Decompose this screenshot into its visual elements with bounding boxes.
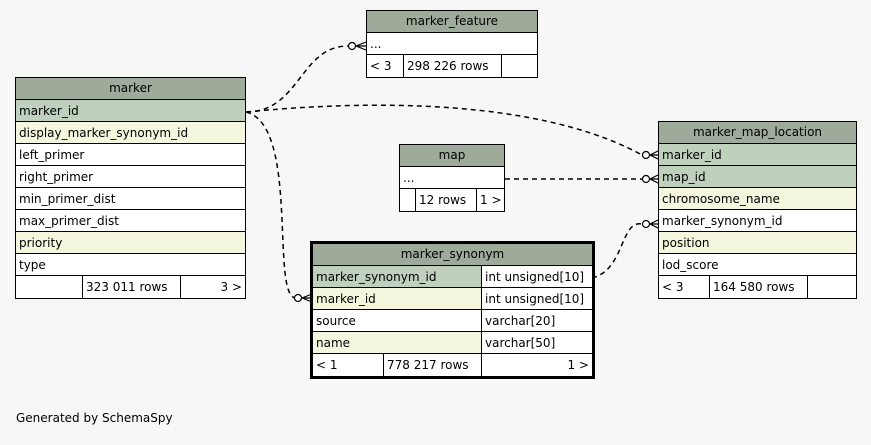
- column-type: varchar[50]: [481, 332, 592, 353]
- footer-children[interactable]: [501, 55, 537, 77]
- crowfoot-marker: [649, 150, 659, 160]
- table-row: left_primer: [16, 144, 245, 166]
- optional-marker-circle: [641, 219, 651, 229]
- footer-parents[interactable]: < 3: [370, 59, 392, 73]
- link-marker-to-marker_feature: [245, 45, 349, 113]
- table-row: name varchar[50]: [313, 332, 592, 354]
- table-row: max_primer_dist: [16, 210, 245, 232]
- footer-row-count: 298 226 rows: [403, 55, 501, 77]
- table-row: ...: [400, 167, 504, 189]
- table-marker_synonym[interactable]: marker_synonym marker_synonym_id int uns…: [310, 241, 595, 379]
- table-row: ...: [367, 33, 537, 55]
- column-name: marker_synonym_id: [316, 270, 437, 284]
- footer-parents[interactable]: < 3: [662, 280, 684, 294]
- generator-credit: Generated by SchemaSpy: [16, 411, 173, 425]
- footer-parents[interactable]: [400, 189, 415, 211]
- table-marker_map_location[interactable]: marker_map_location marker_id map_id chr…: [658, 121, 857, 299]
- footer-parents[interactable]: < 1: [316, 358, 338, 372]
- table-title[interactable]: marker_feature: [367, 11, 537, 33]
- optional-marker-circle: [641, 174, 651, 184]
- table-row: marker_id: [659, 144, 856, 166]
- link-marker-to-marker_map_location: [245, 104, 643, 156]
- table-title[interactable]: marker_map_location: [659, 122, 856, 144]
- column-type: int unsigned[10]: [481, 288, 592, 309]
- table-row: map_id: [659, 166, 856, 188]
- crowfoot-marker: [355, 41, 367, 51]
- table-footer: < 3 298 226 rows: [367, 55, 537, 77]
- table-row: marker_synonym_id int unsigned[10]: [313, 266, 592, 288]
- column-name: source: [316, 314, 356, 328]
- table-marker[interactable]: marker marker_id display_marker_synonym_…: [15, 77, 246, 299]
- table-row: display_marker_synonym_id: [16, 122, 245, 144]
- footer-children[interactable]: 1 >: [481, 354, 592, 376]
- table-row: marker_id: [16, 100, 245, 122]
- column-type: varchar[20]: [481, 310, 592, 331]
- footer-row-count: 323 011 rows: [82, 276, 180, 298]
- footer-children[interactable]: 3 >: [180, 276, 245, 298]
- footer-children[interactable]: 1 >: [476, 189, 504, 211]
- footer-children[interactable]: [807, 276, 856, 298]
- table-row: right_primer: [16, 166, 245, 188]
- column-type: int unsigned[10]: [481, 266, 592, 287]
- optional-marker-circle: [347, 41, 357, 51]
- table-row: chromosome_name: [659, 188, 856, 210]
- table-footer: 12 rows 1 >: [400, 189, 504, 211]
- table-row: lod_score: [659, 254, 856, 276]
- table-title[interactable]: marker: [16, 78, 245, 100]
- table-row: marker_id int unsigned[10]: [313, 288, 592, 310]
- crowfoot-marker: [649, 219, 659, 229]
- footer-row-count: 778 217 rows: [383, 354, 481, 376]
- footer-row-count: 164 580 rows: [709, 276, 807, 298]
- footer-parents[interactable]: [16, 276, 82, 298]
- table-title[interactable]: map: [400, 145, 504, 167]
- table-footer: < 1 778 217 rows 1 >: [313, 354, 592, 376]
- table-row: position: [659, 232, 856, 254]
- column-name: marker_id: [316, 292, 376, 306]
- table-row: source varchar[20]: [313, 310, 592, 332]
- table-row: type: [16, 254, 245, 276]
- table-marker_feature[interactable]: marker_feature ... < 3 298 226 rows: [366, 10, 538, 78]
- table-footer: < 3 164 580 rows: [659, 276, 856, 298]
- crowfoot-marker: [649, 174, 659, 184]
- table-footer: 323 011 rows 3 >: [16, 276, 245, 298]
- optional-marker-circle: [293, 293, 303, 303]
- table-row: min_primer_dist: [16, 188, 245, 210]
- table-row: marker_synonym_id: [659, 210, 856, 232]
- link-marker-to-marker_synonym: [245, 111, 297, 299]
- footer-row-count: 12 rows: [415, 189, 476, 211]
- table-map[interactable]: map ... 12 rows 1 >: [399, 144, 505, 212]
- column-name: name: [316, 336, 351, 350]
- link-marker_synonym-to-marker_map_location: [591, 223, 643, 279]
- table-title[interactable]: marker_synonym: [313, 244, 592, 266]
- table-row: priority: [16, 232, 245, 254]
- optional-marker-circle: [641, 150, 651, 160]
